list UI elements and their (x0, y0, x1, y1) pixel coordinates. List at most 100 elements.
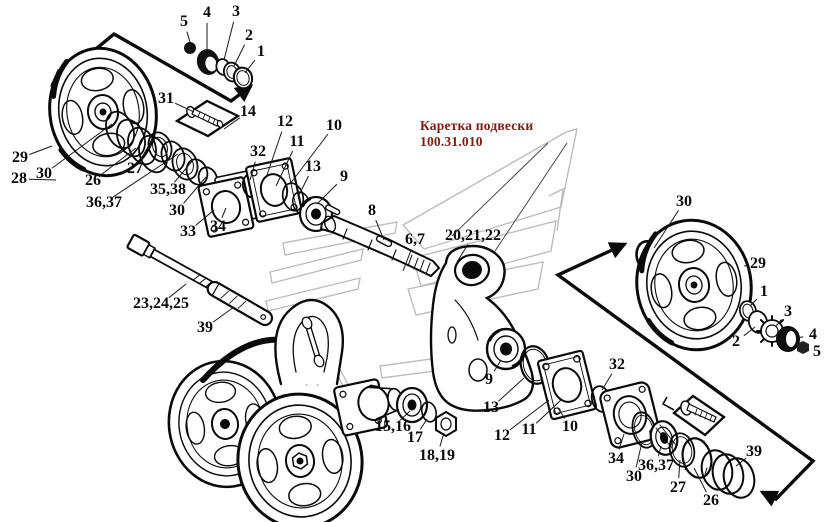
callout-label-27: 27 (127, 160, 143, 177)
callout-label-35-38: 35,38 (150, 181, 186, 198)
leader-line (796, 336, 804, 339)
leader-line (168, 283, 187, 299)
ring-bearing-chain-lower (631, 411, 713, 479)
leader-line (275, 150, 294, 187)
leader-line (212, 306, 235, 323)
callout-label-10: 10 (562, 418, 578, 435)
callout-label-2: 2 (245, 27, 253, 44)
hub-hardware-right (738, 300, 809, 354)
callout-label-28: 28 (11, 170, 27, 187)
leader-line (29, 145, 53, 155)
callout-label-30: 30 (676, 193, 692, 210)
callout-label-29: 29 (12, 149, 28, 166)
callout-label-14: 14 (240, 103, 256, 120)
callout-label-26: 26 (85, 172, 101, 189)
callout-label-36-37: 36,37 (86, 194, 122, 211)
callout-label-18-19: 18,19 (419, 447, 455, 464)
leader-line (635, 441, 643, 468)
callout-label-23-24-25: 23,24,25 (133, 295, 189, 312)
hub-hardware-left (184, 42, 254, 90)
bolt-31 (186, 105, 224, 128)
leader-line (535, 399, 562, 424)
flange-stack-left (197, 157, 310, 238)
callout-label-8: 8 (368, 202, 376, 219)
leader-line (375, 220, 385, 241)
axle-shaft (319, 204, 441, 278)
leader-line (653, 210, 679, 249)
leader-line (509, 399, 550, 431)
leader-line (244, 59, 256, 74)
bearing-lower (485, 327, 527, 371)
leader-line (139, 139, 153, 161)
callout-label-32: 32 (250, 143, 266, 160)
leader-line (297, 175, 309, 198)
callout-label-32: 32 (609, 356, 625, 373)
callout-label-11: 11 (289, 133, 305, 150)
callout-label-34: 34 (210, 218, 226, 235)
leader-line (28, 178, 57, 181)
callout-label-9: 9 (340, 168, 348, 185)
hub-bearing-group (395, 386, 457, 438)
leader-line (402, 249, 412, 272)
leader-line (289, 133, 329, 185)
callout-label-34: 34 (608, 450, 624, 467)
leader-line (183, 176, 207, 204)
callout-label-31: 31 (158, 90, 174, 107)
callout-label-9: 9 (485, 371, 493, 388)
leader-line (399, 410, 411, 421)
pin-39-left (206, 280, 274, 327)
leader-line (456, 244, 469, 263)
leader-line (186, 31, 191, 43)
leader-line (174, 159, 194, 183)
leader-line (439, 432, 445, 447)
callout-label-15-16: 15,16 (375, 418, 411, 435)
leader-line (112, 153, 179, 198)
callout-label-2: 2 (732, 333, 740, 350)
callout-label-13: 13 (305, 158, 321, 175)
leader-line (618, 433, 625, 450)
leader-line (657, 445, 662, 457)
leader-line (749, 298, 758, 307)
flange-34-lower (599, 381, 661, 449)
callout-label-39: 39 (746, 443, 762, 460)
leader-line (316, 183, 338, 205)
leader-line (51, 123, 113, 169)
leader-line (775, 319, 782, 327)
leader-line (693, 467, 707, 493)
callout-label-12: 12 (277, 113, 293, 130)
leader-line (557, 407, 566, 419)
callout-label-27: 27 (670, 479, 686, 496)
callout-label-17: 17 (407, 429, 423, 446)
leader-line (601, 373, 613, 391)
callout-label-12: 12 (494, 427, 510, 444)
callout-label-20-21-22: 20,21,22 (445, 227, 501, 244)
leader-line (223, 117, 241, 130)
leader-line (265, 131, 283, 179)
callout-label-36-37: 36,37 (638, 457, 674, 474)
callout-label-30: 30 (169, 202, 185, 219)
flange-12-11-10-lower (536, 349, 598, 421)
leader-line (221, 207, 227, 218)
bolt-bottom-kit (680, 400, 717, 423)
leader-line (249, 161, 256, 181)
group-boundary-right (554, 242, 816, 507)
leader-lines (28, 21, 808, 493)
leader-line (174, 102, 195, 113)
leader-line (498, 377, 525, 402)
callout-label-39: 39 (197, 319, 213, 336)
balancer-bracket (429, 244, 535, 412)
callout-label-1: 1 (760, 283, 768, 300)
leader-line (678, 459, 681, 479)
leader-line (100, 147, 137, 176)
carriage-balancer (200, 298, 345, 386)
leader-line (493, 359, 502, 372)
leader-line (223, 21, 235, 61)
callout-label-26: 26 (703, 492, 719, 509)
road-wheel-right (635, 218, 753, 352)
callout-label-10: 10 (326, 117, 342, 134)
callout-label-29: 29 (750, 255, 766, 272)
callout-label-13: 13 (483, 399, 499, 416)
callout-label-1: 1 (257, 43, 265, 60)
